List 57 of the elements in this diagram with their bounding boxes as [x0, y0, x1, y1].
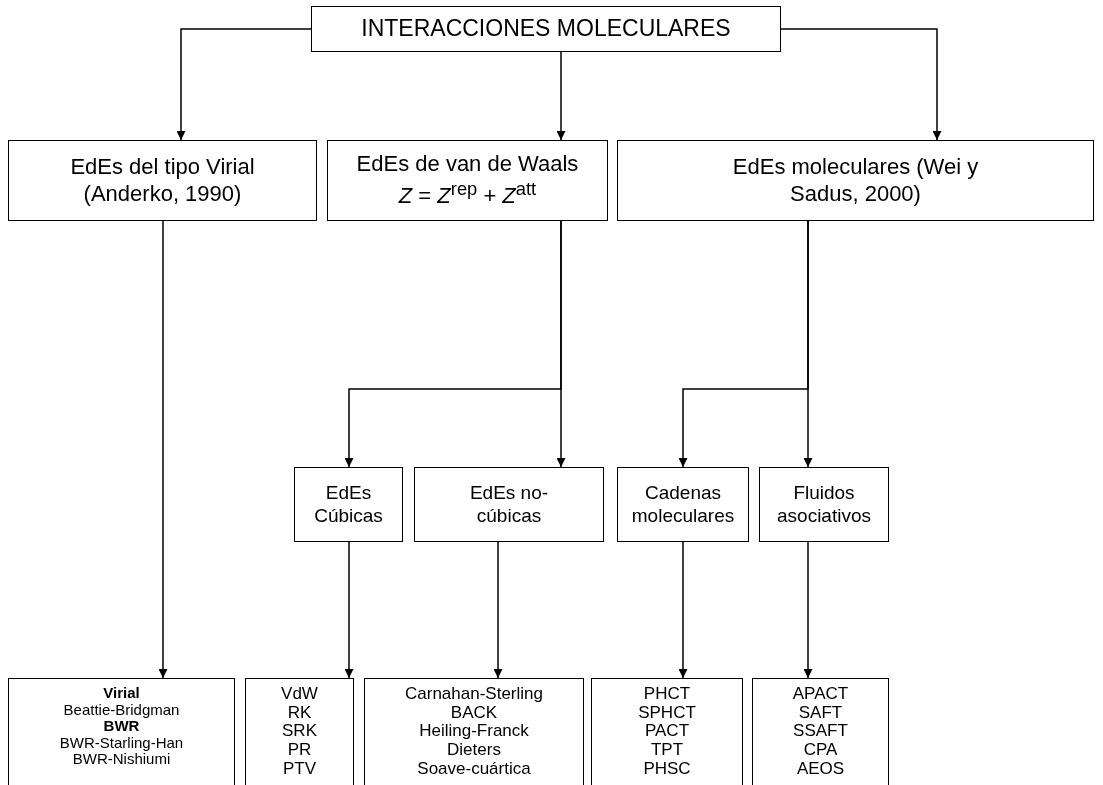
list-item: Virial — [103, 685, 140, 702]
list-box — [245, 678, 354, 785]
arrow — [176, 28, 312, 141]
category-box — [8, 140, 317, 221]
list-item: BACK — [450, 703, 498, 723]
list-item: SSAFT — [793, 722, 848, 742]
list-item: CPA — [803, 741, 838, 760]
node-label: Cadenas moleculares — [630, 481, 736, 528]
arrow — [344, 541, 354, 679]
arrow — [780, 28, 942, 141]
node-label: EdEs de van de Waals — [355, 151, 580, 178]
arrow — [556, 51, 566, 141]
arrow — [803, 541, 813, 679]
formula: Z = Z$^{rep}$ + Z$^{att}$ — [397, 177, 538, 210]
category-box — [327, 140, 608, 221]
node-label: EdEs moleculares (Wei y Sadus, 2000) — [731, 154, 980, 207]
arrow — [556, 220, 566, 468]
list-item: Heiling-Franck — [419, 722, 529, 742]
list-item: Dieters — [447, 741, 501, 760]
list-item: BWR-Nishiumi — [72, 751, 171, 768]
list-item: APACT — [792, 685, 849, 704]
list-item: PTV — [282, 759, 317, 779]
list-item: SAFT — [798, 703, 843, 723]
arrow — [678, 541, 688, 679]
list-item: PHCT — [643, 685, 691, 704]
list-item: TPT — [650, 741, 684, 760]
list-item: BWR — [103, 718, 140, 735]
arrow — [803, 220, 813, 468]
category-box — [617, 140, 1094, 221]
list-box — [364, 678, 584, 785]
list-item: RK — [287, 703, 312, 723]
node-label: EdEs no-cúbicas — [468, 481, 550, 528]
category-box — [414, 467, 604, 542]
list-box — [752, 678, 889, 785]
category-box — [617, 467, 749, 542]
list-item: VdW — [281, 685, 318, 704]
list-item: Soave-cuártica — [417, 759, 531, 779]
node-label: EdEs del tipo Virial (Anderko, 1990) — [69, 154, 256, 207]
list-item: SRK — [282, 722, 317, 742]
list-item: Carnahan-Sterling — [405, 685, 543, 704]
list-item: BWR-Starling-Han — [59, 734, 184, 751]
list-item: SPHCT — [638, 703, 696, 723]
node-label: INTERACCIONES MOLECULARES — [360, 15, 732, 43]
list-item: PHSC — [643, 759, 691, 779]
list-item: Beattie-Bridgman — [63, 701, 180, 718]
node-label: EdEs Cúbicas — [313, 481, 384, 528]
list-box — [591, 678, 743, 785]
category-box — [294, 467, 403, 542]
title-box — [311, 6, 781, 52]
category-box — [759, 467, 889, 542]
arrow — [493, 541, 503, 679]
list-item: PR — [287, 741, 312, 760]
arrow — [158, 220, 168, 679]
list-item: PACT — [644, 722, 690, 742]
list-item: AEOS — [796, 759, 845, 779]
list-box — [8, 678, 235, 785]
node-label: Fluidos asociativos — [776, 481, 872, 528]
